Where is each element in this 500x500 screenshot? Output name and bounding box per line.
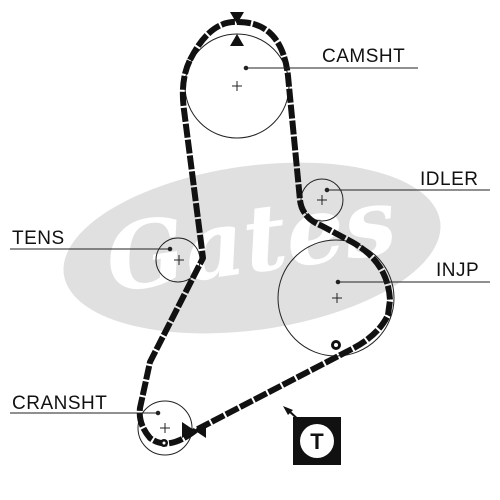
- injection-pump-center-mark: [332, 293, 342, 303]
- camshaft-label: CAMSHT: [322, 46, 406, 67]
- crankshaft-bolt: [160, 439, 168, 447]
- crankshaft-label: CRANSHT: [12, 393, 108, 414]
- idler-pulley: [300, 178, 344, 222]
- timing-belt: [136, 18, 393, 447]
- idler-label: IDLER: [420, 169, 479, 190]
- crankshaft-pulley: [137, 400, 193, 456]
- crankshaft-timing-mark: [182, 422, 206, 438]
- badge-letter: T: [310, 429, 324, 454]
- injection-pump-label: INJP: [436, 260, 480, 281]
- tensioner-badge-icon: T: [283, 406, 341, 465]
- idler-center-mark: [317, 195, 327, 205]
- injection-pump-bolt: [331, 340, 341, 350]
- gates-logo-watermark: Gates: [63, 162, 441, 334]
- idler-leader: [324, 187, 490, 193]
- tensioner-leader: [10, 246, 173, 252]
- camshaft-leader: [243, 65, 418, 71]
- crankshaft-center-mark: [160, 423, 170, 433]
- tensioner-center-mark: [174, 255, 184, 265]
- camshaft-center-mark: [232, 81, 242, 91]
- camshaft-timing-mark: [230, 12, 244, 46]
- tensioner-label: TENS: [12, 228, 65, 249]
- crankshaft-leader: [10, 410, 161, 416]
- injection-pump-leader: [335, 279, 490, 285]
